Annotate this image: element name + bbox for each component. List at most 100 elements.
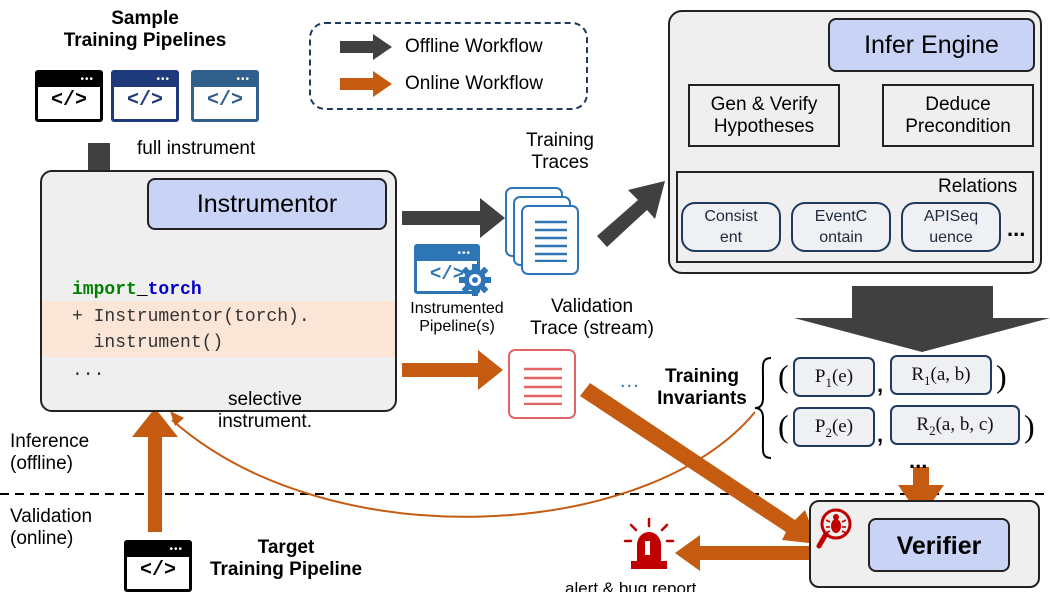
- inference-line1: Inference: [10, 431, 90, 452]
- legend-offline-arrow: [340, 34, 392, 60]
- gen-verify-text: Gen & Verify Hypotheses: [690, 94, 838, 138]
- instrumented-line1: Instrumented: [410, 300, 504, 317]
- r2-sub: 2: [929, 422, 936, 438]
- infer-engine-title-box: Infer Engine: [828, 18, 1035, 72]
- sample-pipelines-title-line1: Sample: [111, 8, 179, 29]
- code-line-ellipsis: ...: [72, 361, 105, 381]
- relation-eventcontain-line1: EventC: [814, 208, 868, 225]
- inference-phase-label: Inference (offline): [10, 431, 89, 475]
- validation-trace-line2: Trace (stream): [530, 317, 654, 339]
- code-window-icon: ••• </>: [191, 70, 259, 122]
- r1-arg: (a, b): [930, 364, 971, 385]
- invariant-row2-open-paren: (: [778, 408, 789, 444]
- sample-pipelines-title-line2: Training Pipelines: [63, 29, 227, 51]
- r2-arg: (a, b, c): [935, 414, 994, 435]
- document-lines-icon: [524, 367, 562, 405]
- p1-base: P: [814, 366, 826, 387]
- gear-icon: [459, 264, 491, 296]
- relation-consistent-line2: ent: [719, 229, 743, 246]
- p1-arg: (e): [831, 366, 854, 387]
- validation-trace-line1: Validation: [550, 296, 634, 317]
- online-arrow-verifier-to-alert: [675, 535, 809, 571]
- relation-eventcontain: EventC ontain: [791, 202, 891, 252]
- invariant-row2-comma: ,: [877, 422, 884, 447]
- target-line2: Training Pipeline: [209, 558, 363, 580]
- code-window-icon: ••• </>: [124, 540, 192, 592]
- online-arrow-invariants-to-verifier: [898, 467, 944, 518]
- offline-arrow-to-infer-engine: [597, 181, 665, 247]
- deduce-line1: Deduce: [925, 94, 991, 115]
- online-arrow-target-to-instrumentor: [132, 408, 178, 532]
- import-module: torch: [147, 280, 202, 300]
- offline-arrow-to-invariants: [794, 286, 1050, 352]
- code-glyph: </>: [50, 89, 87, 112]
- relation-eventcontain-line2: ontain: [819, 229, 863, 246]
- trace-document-front: [521, 205, 579, 275]
- gen-verify-box: Gen & Verify Hypotheses: [688, 84, 840, 147]
- invariant-r2: R2(a, b, c): [890, 405, 1020, 445]
- r1-sub: 1: [924, 372, 931, 388]
- import-keyword: import: [72, 280, 137, 300]
- relations-title: Relations: [938, 176, 1018, 197]
- code-glyph: </>: [429, 263, 465, 285]
- code-glyph: </>: [206, 89, 243, 112]
- deduce-precondition-box: Deduce Precondition: [882, 84, 1034, 147]
- code-line-instrumentor: + Instrumentor(torch).: [72, 307, 310, 327]
- r2-base: R: [916, 414, 930, 435]
- p2-sub: 2: [825, 424, 832, 440]
- validation-line2: (online): [10, 527, 74, 549]
- validation-line1: Validation: [10, 506, 93, 527]
- invariants-label-line2: Invariants: [657, 387, 747, 409]
- verifier-title-box: Verifier: [868, 518, 1010, 572]
- alert-bug-report-label: alert & bug report: [565, 579, 697, 592]
- validation-trace-document: [508, 349, 576, 419]
- target-pipeline-label: Target Training Pipeline: [196, 537, 376, 581]
- code-glyph: </>: [126, 89, 163, 112]
- legend-box: [309, 22, 588, 110]
- invariant-row1-close-paren: ): [996, 358, 1007, 394]
- full-instrument-label: full instrument: [137, 138, 256, 159]
- relations-more: ...: [1007, 216, 1026, 241]
- code-window-icon: ••• </>: [35, 70, 103, 122]
- instrumented-line2: Pipeline(s): [419, 318, 495, 336]
- online-arrow-to-validation-trace: [402, 350, 503, 390]
- code-line-instrument: instrument(): [72, 333, 224, 353]
- verifier-title: Verifier: [896, 532, 982, 560]
- legend-online-label: Online Workflow: [405, 73, 543, 94]
- selective-instrument-label: selective instrument.: [200, 389, 330, 433]
- invariants-brace: [754, 357, 772, 459]
- instrumentor-title-box: Instrumentor: [147, 178, 387, 230]
- deduce-text: Deduce Precondition: [884, 94, 1032, 138]
- invariant-row2-close-paren: ): [1024, 408, 1035, 444]
- p2-base: P: [814, 416, 826, 437]
- selective-line2: instrument.: [218, 410, 312, 432]
- selective-instrument-feedback: [171, 411, 756, 518]
- code-highlight: [42, 301, 395, 357]
- target-code-glyph: </>: [139, 559, 176, 582]
- target-line1: Target: [257, 537, 315, 558]
- invariant-row1-open-paren: (: [778, 358, 789, 394]
- validation-trace-label: Validation Trace (stream): [518, 296, 666, 340]
- document-lines-icon: [535, 220, 567, 262]
- deduce-line2: Precondition: [905, 115, 1011, 137]
- import-separator: [137, 280, 148, 300]
- infer-engine-title: Infer Engine: [864, 31, 999, 59]
- invariants-label-line1: Training: [665, 366, 739, 387]
- online-arrow-trace-to-verifier: [580, 383, 818, 544]
- relation-consistent-line1: Consist: [704, 208, 758, 225]
- selective-instrument-arrowhead: [170, 411, 184, 426]
- invariant-row1-comma: ,: [877, 372, 884, 397]
- code-window-icon: ••• </>: [111, 70, 179, 122]
- legend-offline-label: Offline Workflow: [405, 36, 543, 57]
- invariant-r1: R1(a, b): [890, 355, 992, 395]
- invariant-p2: P2(e): [793, 407, 875, 447]
- selective-line1: selective: [228, 389, 302, 410]
- instrumented-pipeline-label: Instrumented Pipeline(s): [395, 300, 519, 337]
- legend-online-arrow: [340, 71, 392, 97]
- instrumentor-title: Instrumentor: [196, 190, 338, 218]
- relation-apisequence-line1: APISeq: [923, 208, 979, 225]
- inference-line2: (offline): [10, 452, 74, 474]
- invariants-more: ...: [909, 448, 928, 473]
